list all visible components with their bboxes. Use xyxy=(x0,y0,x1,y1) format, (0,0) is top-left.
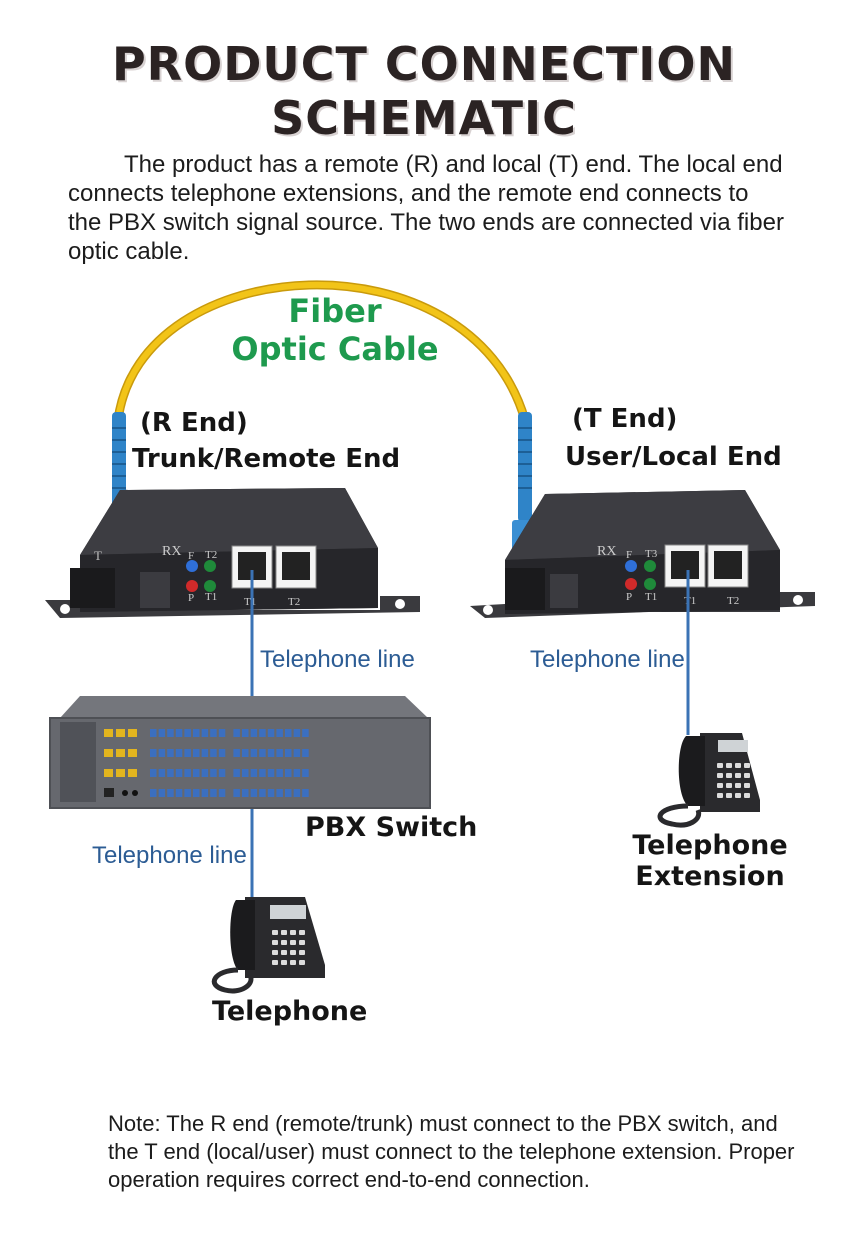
local-end-label-line1: (T End) xyxy=(572,404,678,434)
intro-paragraph: The product has a remote (R) and local (… xyxy=(68,151,784,265)
t-label-f: F xyxy=(626,549,632,561)
r-label-rx: RX xyxy=(162,544,181,559)
pbx-switch-label: PBX Switch xyxy=(305,812,478,843)
telephone-extension-label-line1: Telephone xyxy=(632,830,788,861)
r-label-t2-led: T2 xyxy=(205,549,217,561)
telephone-line-label-remote: Telephone line xyxy=(260,646,415,673)
telephone-label: Telephone xyxy=(212,996,368,1027)
local-end-label: (T End) xyxy=(572,402,677,436)
fiber-label-line2: Optic Cable xyxy=(231,330,439,368)
remote-end-sublabel: Trunk/Remote End xyxy=(132,442,400,476)
r-port-t2: T2 xyxy=(288,596,300,608)
t-label-t1-led: T1 xyxy=(645,591,657,603)
t-label-t3-led: T3 xyxy=(645,548,658,560)
remote-end-label: (R End) xyxy=(140,406,248,440)
telephone-device xyxy=(211,897,325,994)
local-end-sublabel: User/Local End xyxy=(565,440,782,474)
t-port-t2: T2 xyxy=(727,595,739,607)
telephone-line-label-pbx: Telephone line xyxy=(92,842,247,869)
telephone-line-label-local: Telephone line xyxy=(530,646,685,673)
telephone-extension-label: Telephone Extension xyxy=(620,830,800,892)
t-label-p: P xyxy=(626,591,632,603)
note-text: Note: The R end (remote/trunk) must conn… xyxy=(108,1111,795,1192)
r-port-t1: T1 xyxy=(244,596,256,608)
telephone-extension-label-line2: Extension xyxy=(635,861,785,892)
r-label-f: F xyxy=(188,550,194,562)
t-port-t1: T1 xyxy=(684,595,696,607)
pbx-switch-device xyxy=(49,696,431,809)
remote-end-device xyxy=(45,488,420,618)
pbx-blue-ports xyxy=(150,729,309,797)
telephone-extension-device xyxy=(657,733,760,828)
fiber-optic-cable-label: Fiber Optic Cable xyxy=(220,292,450,368)
t-label-rx: RX xyxy=(597,544,616,559)
r-label-t1-led: T1 xyxy=(205,591,217,603)
pbx-yellow-ports xyxy=(104,729,137,777)
r-label-t: T xyxy=(94,548,102,563)
page-title-line2: SCHEMATIC xyxy=(271,91,577,145)
local-end-device xyxy=(470,490,815,618)
fiber-label-line1: Fiber xyxy=(288,292,382,330)
intro-text: The product has a remote (R) and local (… xyxy=(68,150,788,266)
r-label-p: P xyxy=(188,592,194,604)
remote-end-label-line2: Trunk/Remote End xyxy=(132,444,401,474)
page-title: PRODUCT CONNECTION xyxy=(111,37,737,91)
remote-end-label-line1: (R End) xyxy=(140,408,248,438)
local-end-label-line2: User/Local End xyxy=(565,442,782,472)
